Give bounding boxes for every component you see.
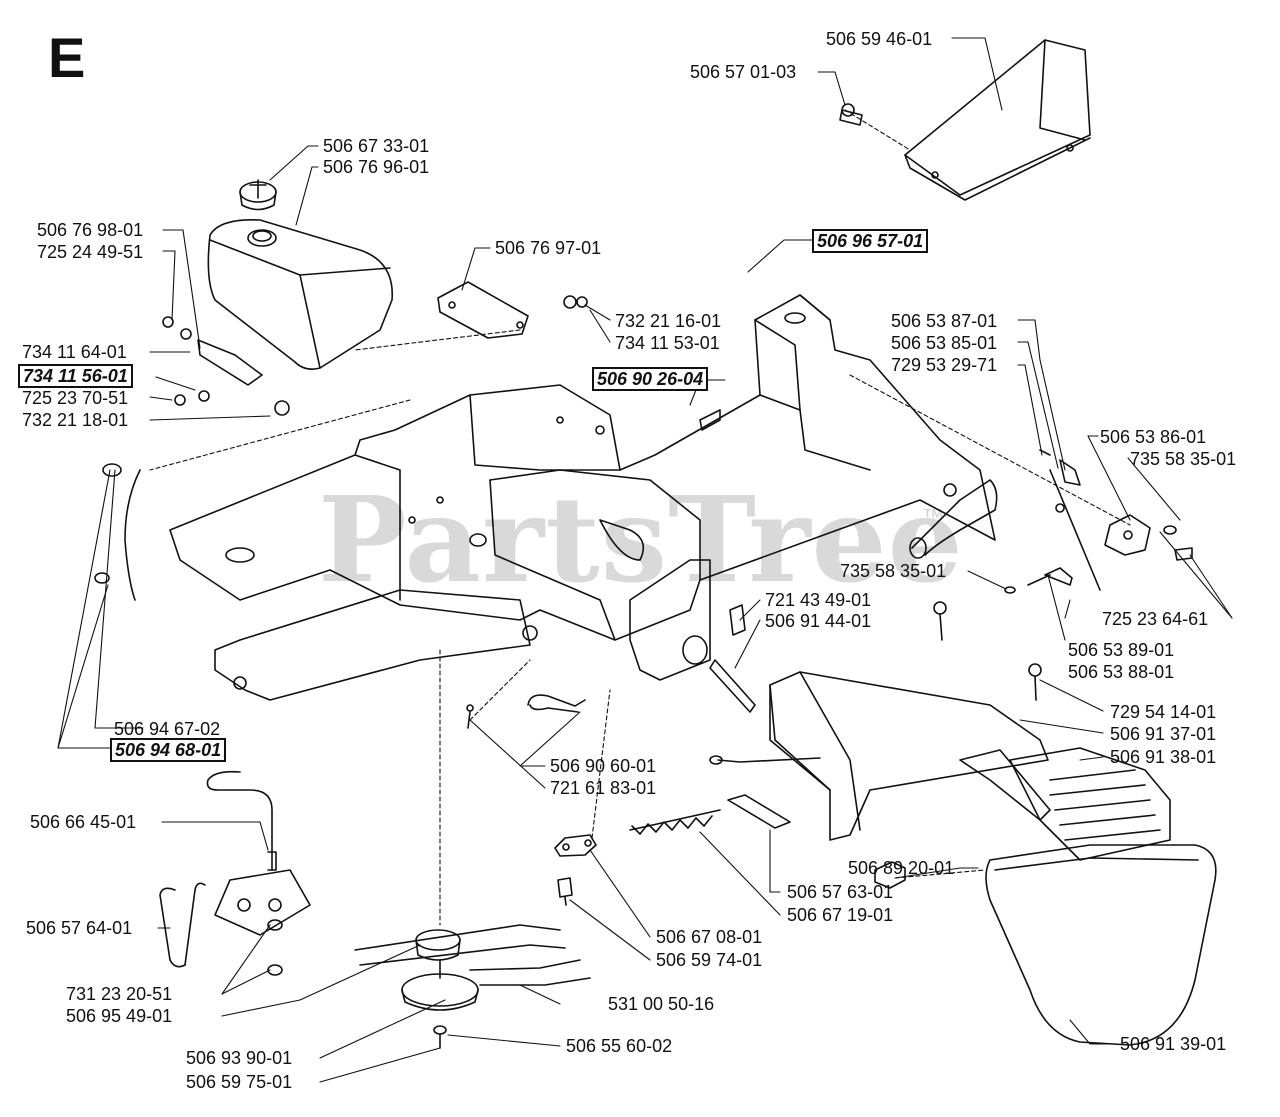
- plate-506-67-08-drawing: [554, 834, 597, 857]
- spring-506-67-19-drawing: [629, 809, 721, 835]
- bushing-721-43-49-drawing: [729, 604, 746, 636]
- part-label-highlighted[interactable]: 734 11 56-01: [18, 364, 133, 388]
- part-label[interactable]: 506 59 46-01: [826, 29, 933, 49]
- hook-506-57-64-drawing: [159, 882, 206, 968]
- part-label[interactable]: 732 21 18-01: [22, 410, 129, 430]
- fuel-line-drawing: [94, 463, 141, 601]
- screw-506-91-37-drawing: [709, 755, 821, 765]
- spring-506-90-60-drawing: [527, 694, 586, 713]
- part-label[interactable]: 506 91 38-01: [1110, 747, 1217, 767]
- part-label-highlighted[interactable]: 506 96 57-01: [812, 229, 929, 253]
- part-label[interactable]: 506 94 67-02: [114, 719, 221, 739]
- rod-506-66-45-drawing: [206, 770, 277, 871]
- part-label[interactable]: 506 53 85-01: [891, 333, 998, 353]
- seat-bracket-drawing: [904, 39, 1091, 201]
- bracket-plate-drawing: [214, 869, 311, 976]
- part-label[interactable]: 506 53 86-01: [1100, 427, 1207, 447]
- part-label[interactable]: 506 76 98-01: [37, 220, 144, 240]
- bracket-506-57-63-drawing: [727, 794, 791, 829]
- part-label[interactable]: 725 23 70-51: [22, 388, 129, 408]
- part-label[interactable]: 506 66 45-01: [30, 812, 137, 832]
- bolt-506-55-60-drawing: [433, 1025, 447, 1049]
- part-label[interactable]: 531 00 50-16: [608, 994, 715, 1014]
- tank-strap-drawing: [437, 281, 529, 339]
- screw-729-54-14-drawing: [933, 601, 1042, 701]
- part-label[interactable]: 506 59 75-01: [186, 1072, 293, 1092]
- pulley-assembly-drawing: [354, 924, 591, 1011]
- part-label[interactable]: 506 57 64-01: [26, 918, 133, 938]
- part-label[interactable]: 506 67 08-01: [656, 927, 763, 947]
- section-letter: E: [48, 26, 86, 89]
- washer-735-58-35-drawing: [1004, 525, 1177, 594]
- part-label-highlighted[interactable]: 506 94 68-01: [110, 738, 227, 762]
- part-label[interactable]: 506 67 19-01: [787, 905, 894, 925]
- part-label[interactable]: 506 91 44-01: [765, 611, 872, 631]
- part-label[interactable]: 506 59 74-01: [656, 950, 763, 970]
- part-label[interactable]: 735 58 35-01: [840, 561, 947, 581]
- part-label[interactable]: 721 43 49-01: [765, 590, 872, 610]
- part-label[interactable]: 506 57 01-03: [690, 62, 797, 82]
- fuel-cap-drawing: [239, 179, 277, 211]
- part-label[interactable]: 506 53 87-01: [891, 311, 998, 331]
- tank-bracket-left-drawing: [162, 316, 290, 416]
- part-label[interactable]: 506 55 60-02: [566, 1036, 673, 1056]
- part-label[interactable]: 734 11 53-01: [615, 333, 720, 353]
- shaft-506-91-44-drawing: [709, 659, 756, 713]
- part-label[interactable]: 506 90 60-01: [550, 756, 657, 776]
- pivot-plate-drawing: [1104, 514, 1151, 556]
- grille-506-91-38-drawing: [959, 747, 1171, 861]
- part-label[interactable]: 731 23 20-51: [66, 984, 173, 1004]
- cover-506-91-37-drawing: [769, 671, 1049, 841]
- part-label[interactable]: 732 21 16-01: [615, 311, 722, 331]
- bolt-725-23-64-drawing: [1174, 547, 1193, 561]
- part-label[interactable]: 506 76 96-01: [323, 157, 430, 177]
- clip-506-89-20-drawing: [874, 861, 906, 889]
- part-label[interactable]: 506 53 89-01: [1068, 640, 1175, 660]
- part-label[interactable]: 506 53 88-01: [1068, 662, 1175, 682]
- part-label[interactable]: 506 91 39-01: [1120, 1034, 1227, 1054]
- part-label[interactable]: 725 23 64-61: [1102, 609, 1209, 629]
- part-label[interactable]: 735 58 35-01: [1130, 449, 1237, 469]
- linkage-rod-drawing: [1027, 449, 1101, 591]
- part-label[interactable]: 729 54 14-01: [1110, 702, 1217, 722]
- pin-721-61-83-drawing: [466, 704, 474, 729]
- part-label-highlighted[interactable]: 506 90 26-04: [592, 367, 709, 391]
- fuel-tank-drawing: [207, 218, 393, 370]
- frame-lower-drawing: [214, 589, 538, 701]
- side-plate-drawing: [629, 559, 711, 681]
- part-label[interactable]: 506 67 33-01: [323, 136, 430, 156]
- leader-lines: [57, 37, 1233, 1083]
- main-frame-drawing: [169, 294, 998, 641]
- bolt-506-57-01-03-drawing: [839, 103, 863, 126]
- part-label[interactable]: 506 93 90-01: [186, 1048, 293, 1068]
- part-label[interactable]: 721 61 83-01: [550, 778, 657, 798]
- part-label[interactable]: 506 76 97-01: [495, 238, 602, 258]
- part-label[interactable]: 506 95 49-01: [66, 1006, 173, 1026]
- part-label[interactable]: 506 91 37-01: [1110, 724, 1217, 744]
- part-label[interactable]: 729 53 29-71: [891, 355, 998, 375]
- part-label[interactable]: 734 11 64-01: [22, 342, 127, 362]
- part-label[interactable]: 725 24 49-51: [37, 242, 144, 262]
- bolt-506-59-74-drawing: [557, 877, 573, 906]
- part-label[interactable]: 506 57 63-01: [787, 882, 894, 902]
- nuts-732-21-16-drawing: [563, 295, 588, 309]
- hood-506-91-39-drawing: [985, 844, 1217, 1046]
- part-label[interactable]: 506 89 20-01: [848, 858, 955, 878]
